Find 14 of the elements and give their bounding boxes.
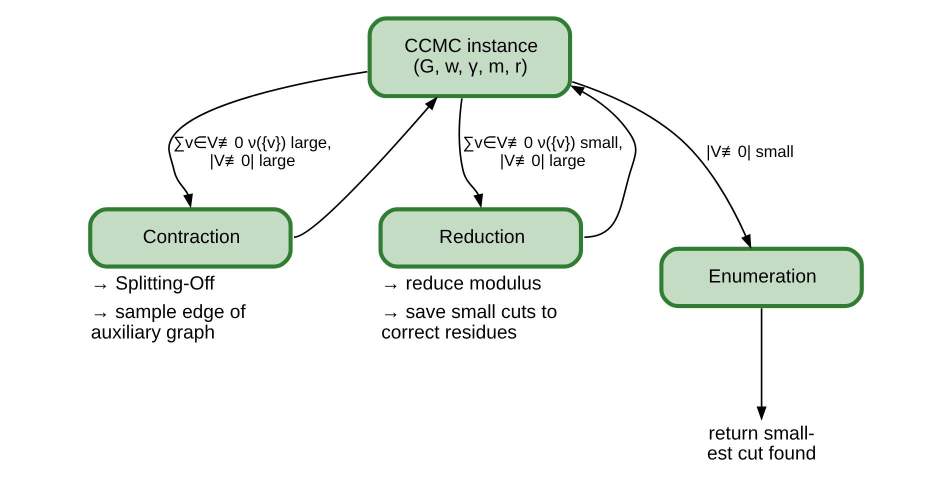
arrow [569, 85, 636, 238]
node-label: → Splitting-Off [90, 273, 214, 294]
node-text: return small-est cut found [706, 423, 816, 465]
edge-label: |V≢0| small [706, 142, 794, 161]
edge-label: ∑v∈V≢0 ν({v}) small, |V≢0| large [462, 134, 622, 170]
node-label: → save small cuts to correct residues [380, 302, 557, 344]
edge-label: ∑v∈V≢0 ν({v}) large, |V≢0| large [172, 134, 332, 170]
arrow [756, 308, 766, 421]
arrow [458, 98, 483, 208]
arrow [293, 96, 438, 238]
arrow [571, 80, 751, 249]
node-label: → reduce modulus [380, 273, 541, 294]
arrow [168, 70, 367, 208]
node-label: → sample edge of auxiliary graph [90, 302, 246, 344]
